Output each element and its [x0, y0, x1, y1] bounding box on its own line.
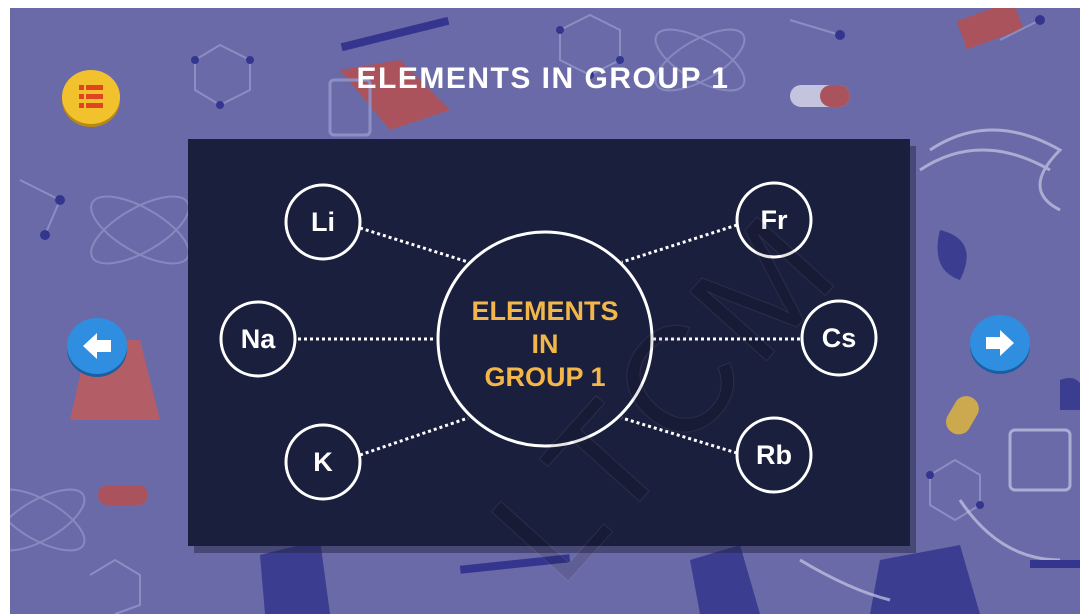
menu-button[interactable]: [62, 70, 120, 124]
node-circle-k: [284, 423, 362, 501]
node-circle-cs: [800, 299, 878, 377]
calculator-icon: [328, 78, 372, 137]
right-edge: [1080, 0, 1086, 614]
notebook-icon: [690, 545, 760, 614]
center-label-line-2: IN: [531, 329, 559, 359]
connector-li: [359, 226, 469, 264]
calculator-icon: [1008, 428, 1072, 492]
page-title: ELEMENTS IN GROUP 1: [356, 62, 730, 95]
notebook-icon: [870, 545, 980, 614]
arrow-right-icon: [986, 330, 1014, 356]
center-label: ELEMENTS IN GROUP 1: [437, 295, 653, 394]
connector-fr: [621, 223, 738, 264]
element-symbol-k: K: [313, 447, 333, 477]
node-circle-rb: [735, 416, 813, 494]
top-edge: [0, 0, 1086, 8]
book-icon: [340, 60, 450, 130]
node-circle-fr: [735, 181, 813, 259]
next-slide-button[interactable]: [970, 315, 1030, 371]
connector-k: [359, 416, 469, 457]
center-label-line-3: GROUP 1: [484, 362, 606, 392]
node-circle-na: [219, 300, 297, 378]
capsule-icon: [98, 485, 148, 505]
capsule-icon: [945, 396, 979, 435]
notebook-icon: [260, 540, 330, 614]
book-icon: [956, 0, 1024, 50]
center-label-line-1: ELEMENTS: [471, 296, 619, 326]
left-edge: [0, 0, 10, 614]
list-menu-icon: [79, 85, 103, 108]
element-symbol-rb: Rb: [756, 440, 792, 470]
connector-rb: [621, 416, 738, 455]
element-symbol-fr: Fr: [760, 205, 788, 235]
element-symbol-cs: Cs: [821, 323, 857, 353]
bean-shape: [1060, 378, 1086, 410]
node-circle-li: [284, 183, 362, 261]
bean-shape: [937, 230, 967, 280]
previous-slide-button[interactable]: [67, 318, 127, 374]
arrow-left-icon: [83, 333, 111, 359]
element-symbol-li: Li: [311, 207, 335, 237]
center-circle: [436, 230, 654, 448]
element-symbol-na: Na: [240, 324, 276, 354]
